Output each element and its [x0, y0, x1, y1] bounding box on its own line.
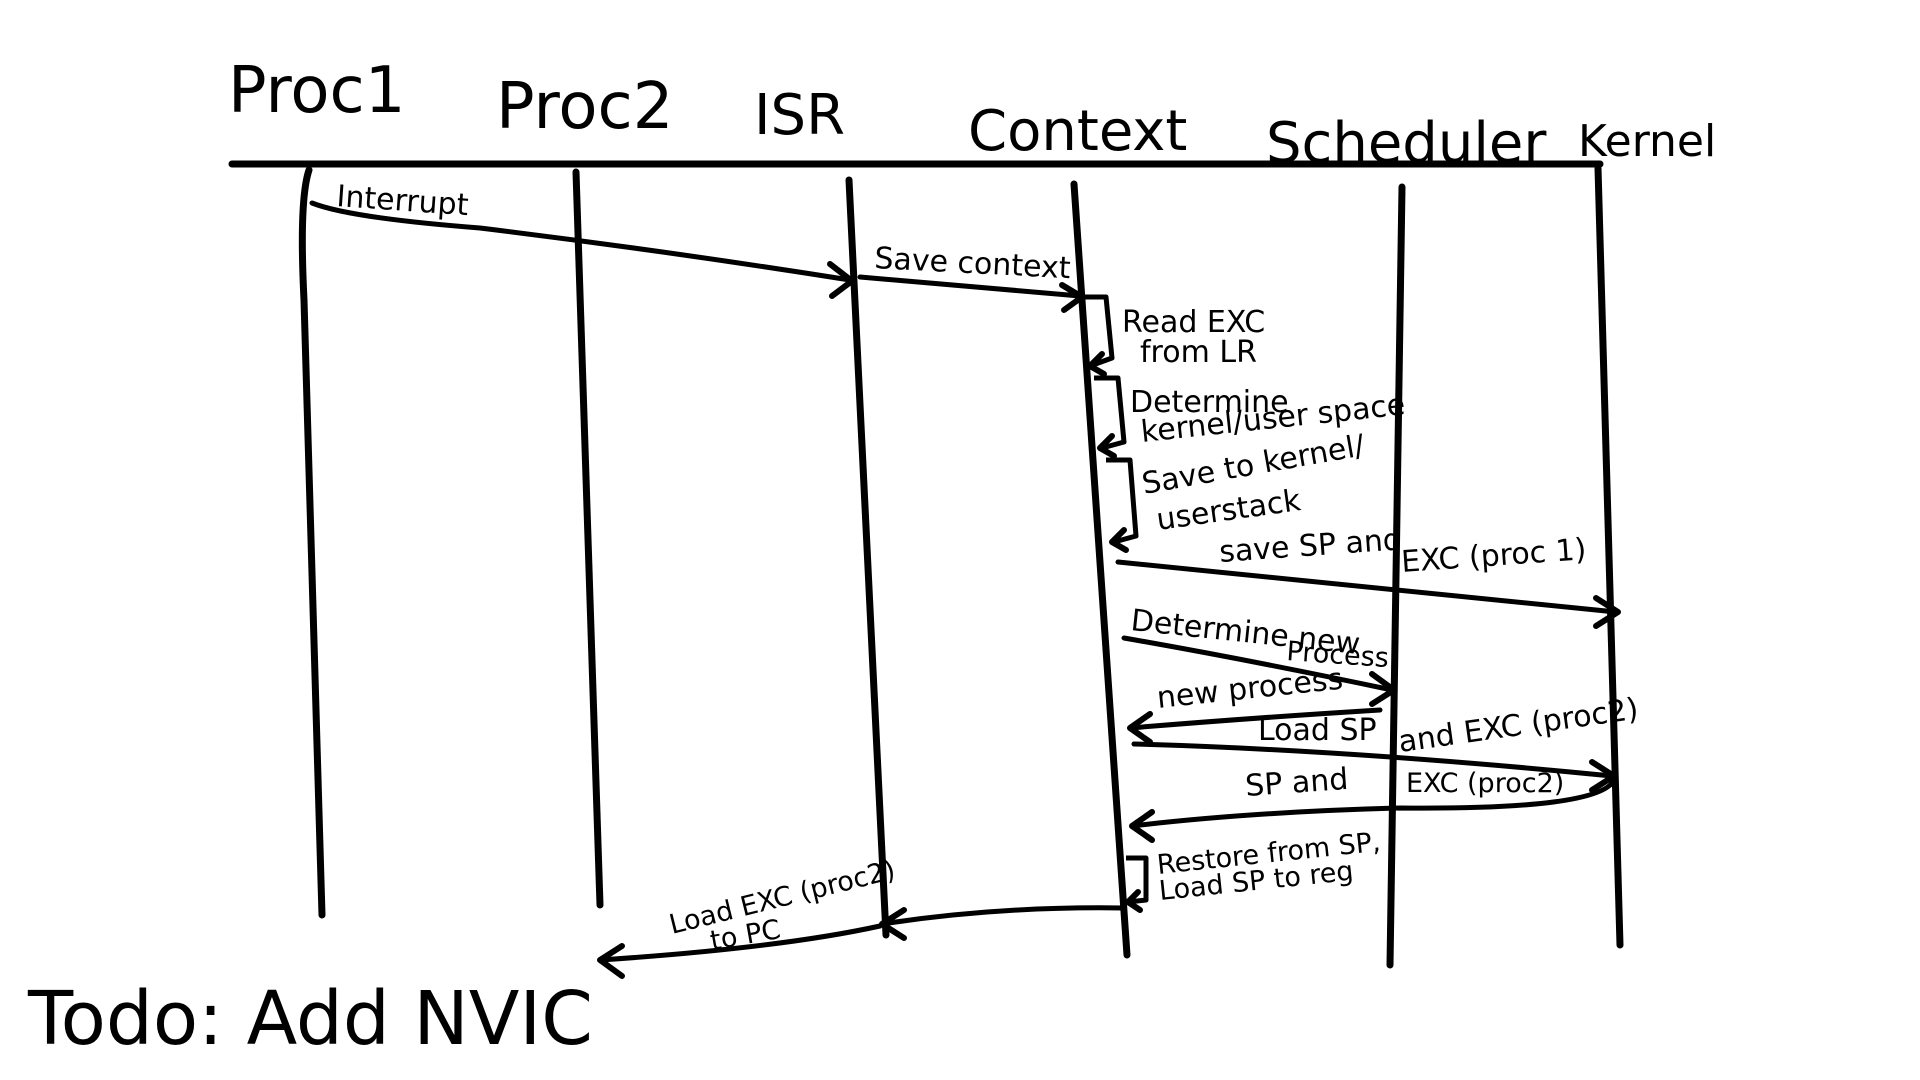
lane-title-kernel: Kernel	[1578, 116, 1716, 167]
message-save-sp-line	[1115, 559, 1619, 615]
message-determine-new-label-2: Process	[1286, 636, 1390, 674]
message-new-process-head	[1127, 711, 1153, 745]
message-interrupt-label: Interrupt	[335, 179, 469, 223]
message-context-isr-line	[879, 905, 1127, 927]
loop-save-stack-head	[1109, 527, 1129, 553]
message-sp-and-label-a: SP and	[1244, 762, 1349, 804]
message-sp-and-head	[1129, 809, 1155, 843]
loop-read-exc	[1082, 294, 1115, 369]
label-read-exc-1: Read EXC	[1122, 305, 1265, 340]
lane-title-proc1: Proc1	[228, 54, 405, 128]
lifeline-isr	[845, 176, 890, 939]
lifeline-proc2	[572, 168, 604, 909]
message-save-context-line	[857, 274, 1083, 299]
message-interrupt-head	[827, 261, 855, 299]
lifeline-scheduler	[1386, 183, 1406, 969]
message-interrupt-line	[309, 200, 853, 283]
loop-determine-space	[1094, 375, 1127, 451]
message-load-sp-label-b: and EXC (proc2)	[1396, 692, 1640, 760]
lifeline-context	[1070, 180, 1131, 959]
message-determine-new-line	[1121, 635, 1395, 693]
lane-title-context: Context	[968, 99, 1187, 164]
message-sp-and-label-b: EXC (proc2)	[1406, 768, 1564, 799]
message-sp-and-line	[1129, 777, 1617, 829]
loop-save-stack	[1106, 457, 1139, 545]
lifeline-kernel	[1594, 164, 1624, 949]
label-determine-1: Determine	[1130, 385, 1289, 420]
message-save-sp-head	[1593, 595, 1621, 629]
lane-title-proc2: Proc2	[496, 70, 673, 144]
message-load-pc-head	[597, 943, 625, 979]
message-save-sp-label-a: save SP and	[1218, 522, 1403, 570]
label-read-exc-2: from LR	[1140, 335, 1257, 370]
loop-restore-head	[1125, 889, 1143, 913]
message-load-sp-line	[1131, 741, 1615, 779]
loop-restore	[1126, 855, 1149, 905]
loop-read-exc-head	[1087, 351, 1107, 377]
lifeline-proc1	[298, 166, 326, 919]
lane-title-isr: ISR	[754, 83, 845, 148]
message-load-sp-label-a: Load SP	[1258, 713, 1377, 748]
message-new-process-label: new process	[1155, 662, 1344, 716]
message-load-sp-head	[1589, 759, 1617, 793]
message-determine-new-head	[1369, 671, 1397, 707]
todo-note: Todo: Add NVIC	[27, 976, 593, 1062]
lane-title-scheduler: Scheduler	[1266, 111, 1547, 176]
message-context-isr-head	[879, 907, 907, 941]
message-new-process-line	[1127, 707, 1383, 731]
loop-determine-space-head	[1097, 433, 1117, 459]
message-save-sp-label-b: EXC (proc 1)	[1400, 532, 1587, 580]
message-load-pc-line	[597, 923, 883, 963]
